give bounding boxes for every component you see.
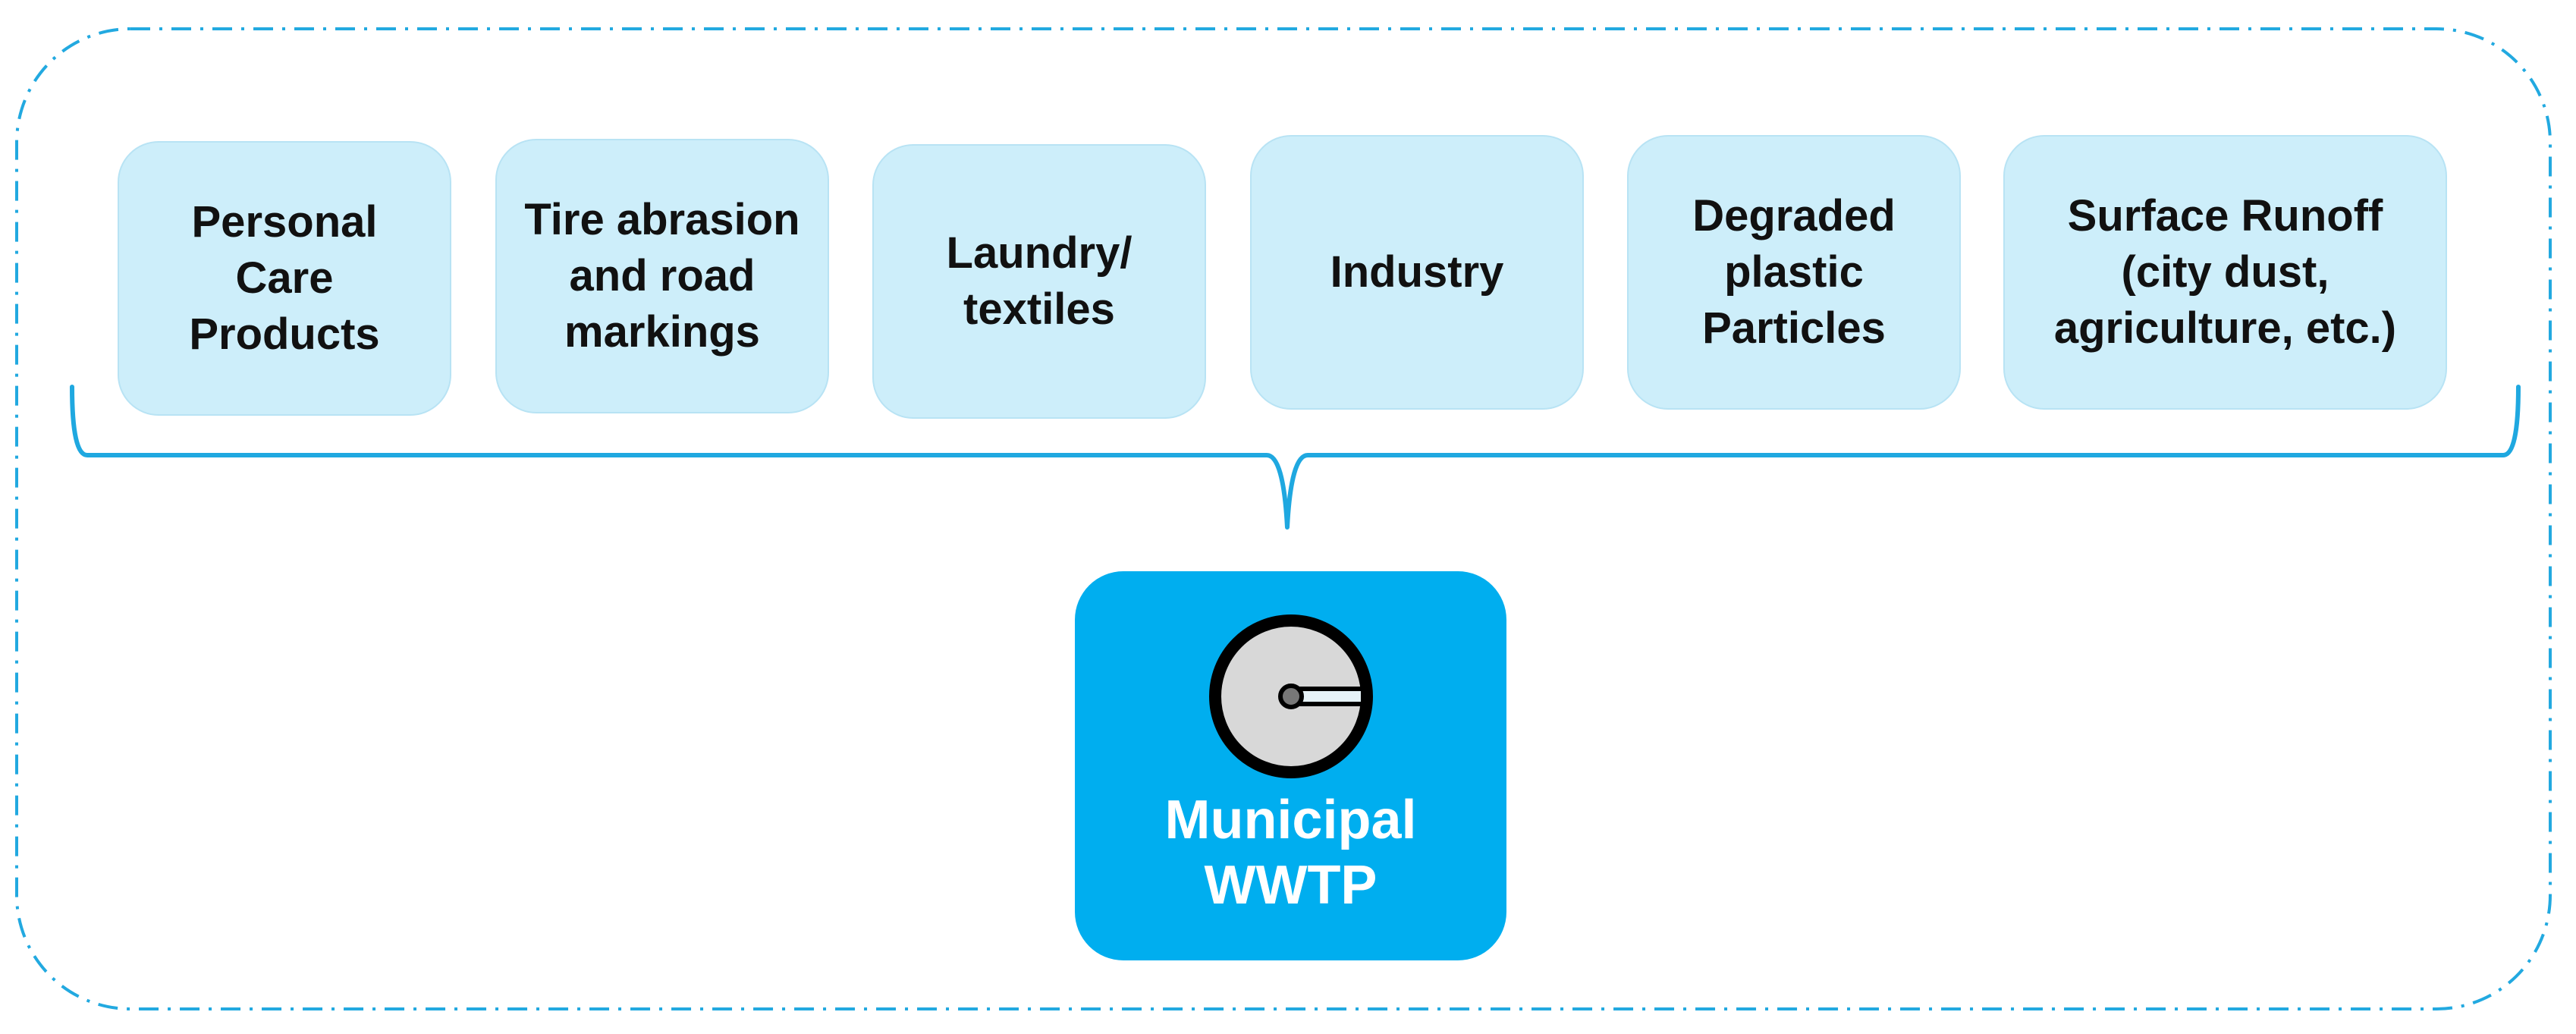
municipal-wwtp-label: Municipal WWTP <box>1164 790 1417 916</box>
clarifier-tank-icon <box>1209 614 1373 778</box>
source-personal-care-products: Personal Care Products <box>118 141 451 416</box>
source-industry: Industry <box>1250 135 1584 410</box>
source-degraded-plastic-particles: Degraded plastic Particles <box>1627 135 1961 410</box>
source-surface-runoff: Surface Runoff (city dust, agriculture, … <box>2003 135 2447 410</box>
source-tire-abrasion: Tire abrasion and road markings <box>495 139 829 413</box>
municipal-wwtp-box: Municipal WWTP <box>1075 571 1506 960</box>
source-laundry-textiles: Laundry/ textiles <box>872 144 1206 419</box>
